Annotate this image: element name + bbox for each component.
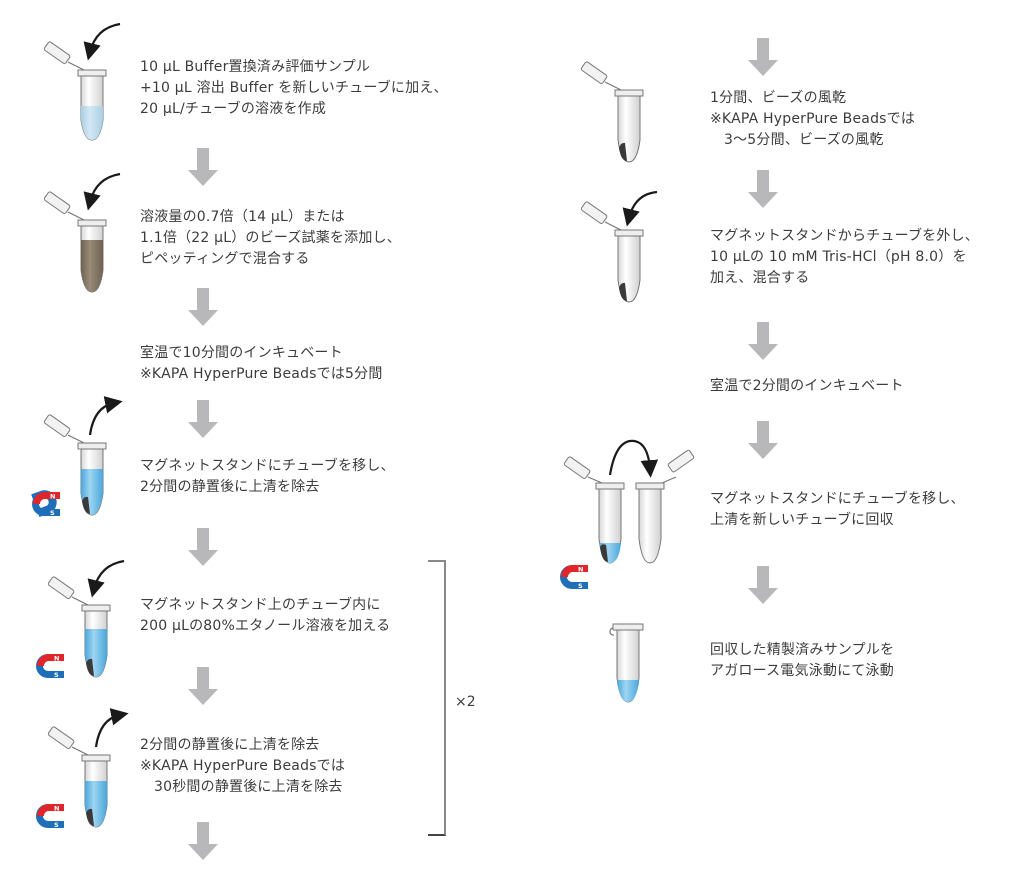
svg-text:S: S — [578, 582, 583, 590]
tube-add-beads-icon — [43, 172, 121, 293]
tube-magnet-remove-supernatant-icon — [31, 396, 123, 517]
step-7-line-1: 1分間、ビーズの風乾 — [710, 90, 847, 106]
tube-transfer-supernatant-icon — [563, 439, 695, 564]
step-9: 室温で2分間のインキュベート — [710, 376, 904, 397]
step-8-line-2: 10 μLの 10 mM Tris-HCl（pH 8.0）を — [710, 249, 967, 265]
horseshoe-magnet-icon: N S — [36, 654, 64, 679]
magnet: N S — [34, 802, 76, 836]
horseshoe-magnet-icon: N S — [560, 565, 588, 590]
step-2-line-1: 溶液量の0.7倍（14 μL）または — [140, 209, 345, 225]
repeat-label: ×2 — [455, 694, 476, 710]
step-5-line-2: 200 μLの80%エタノール溶液を加える — [140, 618, 391, 634]
horseshoe-magnet-icon: N S — [32, 492, 60, 517]
tube-dry-pellet-icon — [580, 61, 644, 163]
flow-arrow-down-icon — [188, 528, 218, 566]
flow-arrow-down-icon — [188, 822, 218, 860]
flow-arrow-down-icon — [748, 170, 778, 208]
flow-arrow-down-icon — [748, 421, 778, 459]
tube-add-elution-icon — [580, 190, 658, 303]
step-2-line-2: 1.1倍（22 μL）のビーズ試薬を添加し、 — [140, 230, 401, 246]
flow-arrow-down-icon — [748, 322, 778, 360]
step-1-line-3: 20 μL/チューブの溶液を作成 — [140, 101, 327, 117]
step-11-line-2: アガロース電気泳動にて泳動 — [710, 663, 894, 679]
flow-arrow-down-icon — [188, 400, 218, 438]
svg-text:N: N — [54, 655, 59, 663]
flow-arrow-down-icon — [748, 38, 778, 76]
svg-text:S: S — [54, 821, 59, 829]
tube-add-liquid-icon — [43, 22, 121, 141]
tube-closed-sample-icon — [609, 623, 644, 703]
repeat-bracket — [428, 560, 446, 836]
step-3-line-2: ※KAPA HyperPure Beadsでは5分間 — [140, 366, 383, 382]
step-11-line-1: 回収した精製済みサンプルを — [710, 642, 895, 658]
magnet: N S — [30, 490, 72, 524]
svg-text:S: S — [54, 671, 59, 679]
magnet: N S — [558, 563, 600, 597]
flow-arrow-down-icon — [188, 667, 218, 705]
step-7-line-2: ※KAPA HyperPure Beadsでは — [710, 111, 916, 127]
flow-arrow-down-icon — [748, 566, 778, 604]
svg-text:S: S — [50, 509, 55, 517]
step-6-line-1: 2分間の静置後に上清を除去 — [140, 737, 320, 753]
svg-text:N: N — [578, 566, 583, 574]
step-6-line-2: ※KAPA HyperPure Beadsでは — [140, 758, 346, 774]
step-3: 室温で10分間のインキュベート ※KAPA HyperPure Beadsでは5… — [140, 343, 383, 385]
step-1-line-1: 10 μL Buffer置換済み評価サンプル — [140, 59, 371, 75]
step-9-line-1: 室温で2分間のインキュベート — [710, 378, 904, 394]
magnet: N S — [34, 652, 76, 686]
flow-arrow-down-icon — [188, 148, 218, 186]
step-4-line-2: 2分間の静置後に上清を除去 — [140, 479, 320, 495]
svg-text:N: N — [50, 493, 55, 501]
step-10-line-1: マグネットスタンドにチューブを移し、 — [710, 491, 965, 507]
step-8-line-1: マグネットスタンドからチューブを外し、 — [710, 228, 979, 244]
tube-magnet-remove-supernatant-icon — [47, 708, 129, 828]
step-1-line-2: +10 μL 溶出 Buffer を新しいチューブに加え、 — [140, 80, 448, 96]
step-5-line-1: マグネットスタンド上のチューブ内に — [140, 597, 381, 613]
horseshoe-magnet-icon: N S — [36, 804, 64, 829]
tube-magnet-add-ethanol-icon — [47, 559, 125, 678]
step-2-line-3: ピペッティングで混合する — [140, 251, 310, 267]
flow-arrow-down-icon — [188, 288, 218, 326]
svg-text:N: N — [54, 805, 59, 813]
step-7-line-3: 3〜5分間、ビーズの風乾 — [724, 132, 884, 148]
step-3-line-1: 室温で10分間のインキュベート — [140, 345, 343, 361]
step-4-line-1: マグネットスタンドにチューブを移し、 — [140, 458, 395, 474]
step-6-line-3: 30秒間の静置後に上清を除去 — [154, 779, 343, 795]
step-8-line-3: 加え、混合する — [710, 270, 810, 286]
step-10-line-2: 上清を新しいチューブに回収 — [710, 512, 894, 528]
